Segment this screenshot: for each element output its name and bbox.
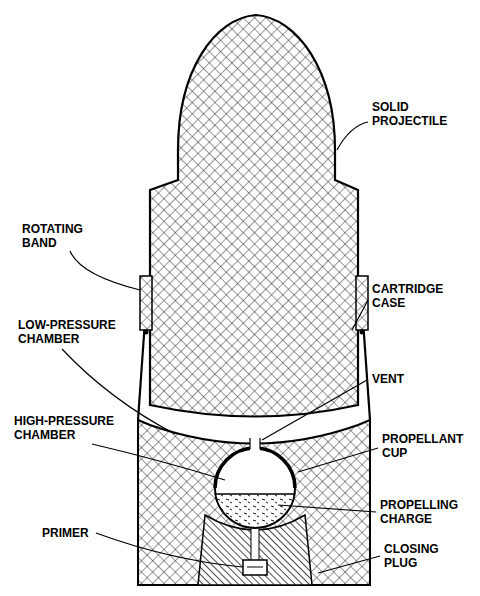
rotating-band (140, 276, 152, 330)
leader-line (318, 556, 380, 573)
part-label: CARTRIDGE CASE (372, 282, 462, 310)
leader-line (352, 300, 368, 330)
part-label: PROPELLING CHARGE (380, 498, 475, 526)
part-label: LOW-PRESSURE CHAMBER (18, 318, 130, 346)
leader-line (298, 448, 378, 472)
leader-line (337, 122, 368, 150)
leader-line (262, 380, 367, 440)
part-label: PRIMER (42, 526, 112, 540)
part-label: CLOSING PLUG (384, 542, 464, 570)
propelling-charge (216, 494, 295, 528)
high-pressure-chamber (215, 448, 295, 528)
vent-wall (249, 438, 250, 449)
crimp-dot (360, 330, 365, 335)
part-label: SOLID PROJECTILE (372, 100, 467, 128)
case-base (138, 420, 370, 585)
leader-line (96, 533, 242, 567)
primer (243, 560, 267, 575)
part-label: HIGH-PRESSURE CHAMBER (14, 414, 126, 442)
primer-detail (247, 567, 263, 568)
vent-wall (259, 438, 260, 449)
leader-line (70, 251, 140, 290)
part-label: PROPELLANT CUP (382, 432, 474, 460)
crimp-dot (144, 330, 149, 335)
solid-projectile (150, 15, 358, 417)
leader-line (92, 444, 225, 480)
flash-hole (251, 525, 259, 561)
vent (250, 436, 260, 451)
leader-line (278, 505, 376, 512)
part-label: VENT (372, 372, 432, 386)
propellant-cup (215, 448, 295, 488)
part-label: ROTATING BAND (22, 222, 102, 250)
